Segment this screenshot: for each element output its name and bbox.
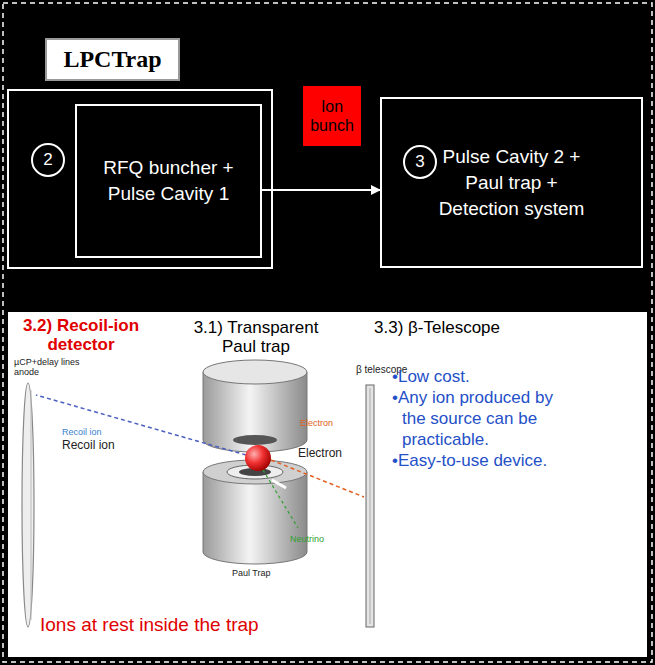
box-text: Ion bunch — [303, 97, 361, 135]
beta-telescope — [370, 388, 371, 624]
flow-arrow — [262, 189, 380, 191]
electron-track — [271, 460, 364, 497]
part-label: µCP+delay lines anode — [14, 357, 96, 377]
neutrino-track — [263, 470, 298, 528]
mcp-detector — [22, 383, 34, 627]
box-text: RFQ buncher + Pulse Cavity 1 — [94, 155, 244, 207]
mcp-anode — [31, 390, 32, 620]
box-text: 2 — [43, 150, 52, 170]
dashed-frame — [3, 3, 652, 662]
section-heading: 3.2) Recoil-ion detector — [8, 316, 154, 354]
white-panel — [8, 312, 647, 657]
section-heading: 3.3) β-Telescope — [374, 318, 554, 337]
bullet-item: •Low cost. — [392, 366, 564, 387]
box-text: LPCTrap — [63, 46, 161, 73]
bullet-item: •Any ion produced by the source can be p… — [392, 387, 564, 450]
title-box: LPCTrap — [45, 38, 180, 81]
group-box — [8, 90, 272, 268]
particle-label: Recoil ion — [62, 439, 142, 452]
process-box: Pulse Cavity 2 + Paul trap + Detection s… — [380, 97, 643, 268]
section-heading: 3.1) Transparent Paul trap — [178, 318, 334, 356]
recoil-track — [36, 395, 246, 455]
bullet-item: •Easy-to-use device. — [392, 450, 564, 471]
callout-circle: 3 — [403, 145, 437, 179]
tag-box: Ion bunch — [303, 86, 361, 146]
ion-cloud — [245, 445, 271, 471]
particle-label: Electron — [298, 447, 358, 460]
bullet-list: •Low cost.•Any ion produced by the sourc… — [392, 366, 564, 471]
paul-trap-electrode — [203, 360, 307, 452]
box-text: Pulse Cavity 2 + Paul trap + Detection s… — [428, 144, 596, 222]
note-text: Ions at rest inside the trap — [40, 614, 340, 636]
part-label: Paul Trap — [232, 568, 302, 578]
paul-trap-electrode — [203, 460, 307, 564]
particle-label: Electron — [300, 418, 360, 428]
box-text: 3 — [415, 149, 424, 175]
particle-label: Neutrino — [290, 534, 350, 544]
process-box: RFQ buncher + Pulse Cavity 1 — [75, 104, 262, 258]
callout-circle: 2 — [31, 143, 65, 177]
beta-telescope — [366, 385, 374, 627]
particle-label: Recoil ion — [62, 427, 122, 437]
